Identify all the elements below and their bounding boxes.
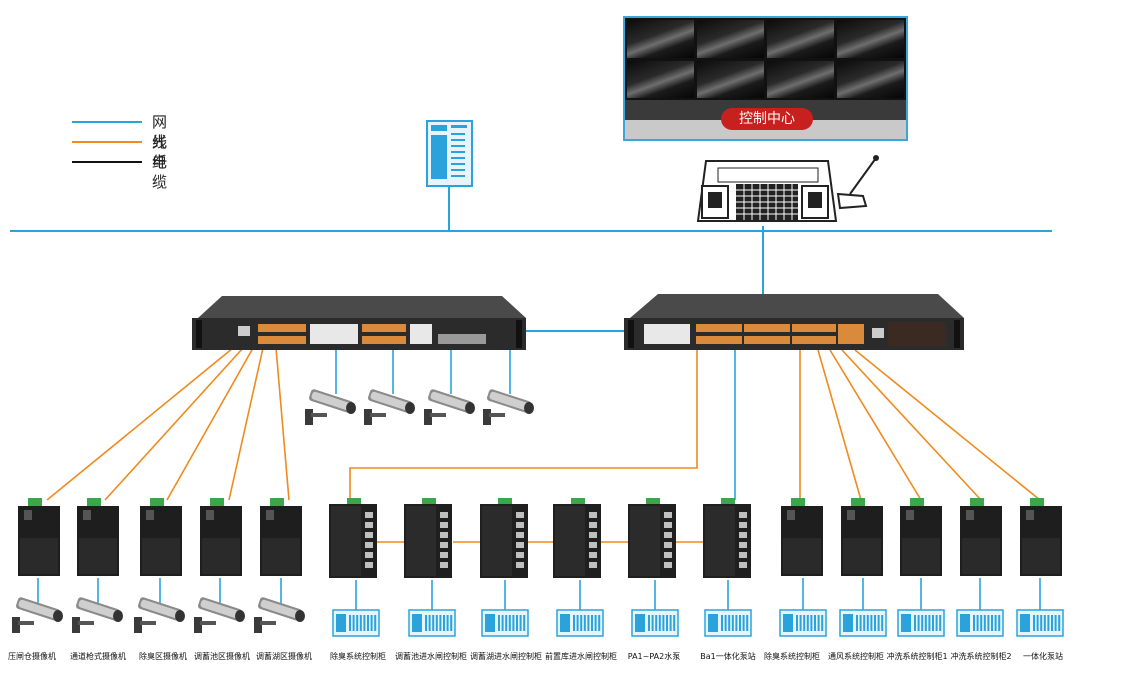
control-cabinet-icon: [897, 609, 945, 637]
server-icon: [426, 120, 473, 187]
industrial-switch-icon: [628, 498, 676, 578]
control-cabinet-icon: [408, 609, 456, 637]
bullet-camera-icon: [364, 389, 415, 425]
device-label: 通风系统控制柜: [828, 652, 884, 661]
control-cabinet-icon: [1016, 609, 1064, 637]
media-converter-icon: [200, 498, 242, 576]
bullet-camera-icon: [72, 597, 123, 633]
industrial-switch-icon: [480, 498, 528, 578]
rack-switch-left: [192, 296, 526, 350]
device-label: 前置库进水闸控制柜: [545, 652, 617, 661]
device-label: 除臭系统控制柜: [330, 652, 386, 661]
device-label: 压闸仓摄像机: [8, 652, 56, 661]
endpoint-drops: [37, 578, 1041, 610]
bullet-camera-icon: [483, 389, 534, 425]
media-converter-icon: [140, 498, 182, 576]
device-label: 冲洗系统控制柜1: [886, 652, 948, 661]
control-cabinet-icon: [332, 609, 380, 637]
device-label: 一体化泵站: [1023, 652, 1063, 661]
industrial-switch-icon: [329, 498, 377, 578]
camera-group: [12, 389, 534, 633]
bullet-camera-icon: [305, 389, 356, 425]
video-wall: 控制中心: [623, 16, 908, 141]
control-cabinet-icon: [556, 609, 604, 637]
control-cabinet-icon: [779, 609, 827, 637]
fiber-links-left: [46, 347, 290, 501]
control-cabinet-icon: [956, 609, 1004, 637]
media-converter-icon: [77, 498, 119, 576]
control-console-icon: [696, 155, 879, 222]
converter-group: [18, 498, 1062, 578]
media-converter-icon: [1020, 498, 1062, 576]
media-converter-icon: [960, 498, 1002, 576]
endpoint-group: [332, 609, 1064, 637]
control-cabinet-icon: [839, 609, 887, 637]
device-label: 除臭区摄像机: [139, 652, 187, 661]
bullet-camera-icon: [134, 597, 185, 633]
rack-switch-right: [624, 294, 964, 350]
device-label: 调蓄池区摄像机: [194, 652, 250, 661]
device-label: 冲洗系统控制柜2: [950, 652, 1012, 661]
control-cabinet-icon: [704, 609, 752, 637]
video-wall-screens: [625, 18, 906, 100]
industrial-switch-icon: [553, 498, 601, 578]
bullet-camera-icon: [194, 597, 245, 633]
legend-label: 网线: [152, 113, 168, 151]
device-label: 调蓄湖进水闸控制柜: [470, 652, 542, 661]
media-converter-icon: [841, 498, 883, 576]
legend-line-network: [72, 121, 142, 123]
industrial-switch-icon: [404, 498, 452, 578]
device-label: Ba1一体化泵站: [700, 652, 756, 661]
legend-label: 光纤: [152, 133, 168, 171]
media-converter-icon: [900, 498, 942, 576]
industrial-switch-icon: [703, 498, 751, 578]
legend-line-fiber: [72, 141, 142, 143]
media-converter-icon: [260, 498, 302, 576]
device-label: PA1~PA2水泵: [627, 652, 681, 661]
control-center-title: 控制中心: [721, 108, 813, 130]
fiber-ring: [349, 350, 703, 543]
network-links-cameras: [335, 350, 511, 394]
device-label: 调蓄湖区摄像机: [256, 652, 312, 661]
bullet-camera-icon: [254, 597, 305, 633]
media-converter-icon: [781, 498, 823, 576]
bullet-camera-icon: [12, 597, 63, 633]
legend-line-cable: [72, 161, 142, 163]
fiber-links-right: [799, 349, 1041, 501]
media-converter-icon: [18, 498, 60, 576]
device-label: 除臭系统控制柜: [764, 652, 820, 661]
device-label: 通道枪式摄像机: [70, 652, 126, 661]
control-cabinet-icon: [481, 609, 529, 637]
bullet-camera-icon: [424, 389, 475, 425]
control-cabinet-icon: [631, 609, 679, 637]
legend-label: 电缆: [152, 153, 168, 191]
device-label: 调蓄池进水闸控制柜: [395, 652, 467, 661]
